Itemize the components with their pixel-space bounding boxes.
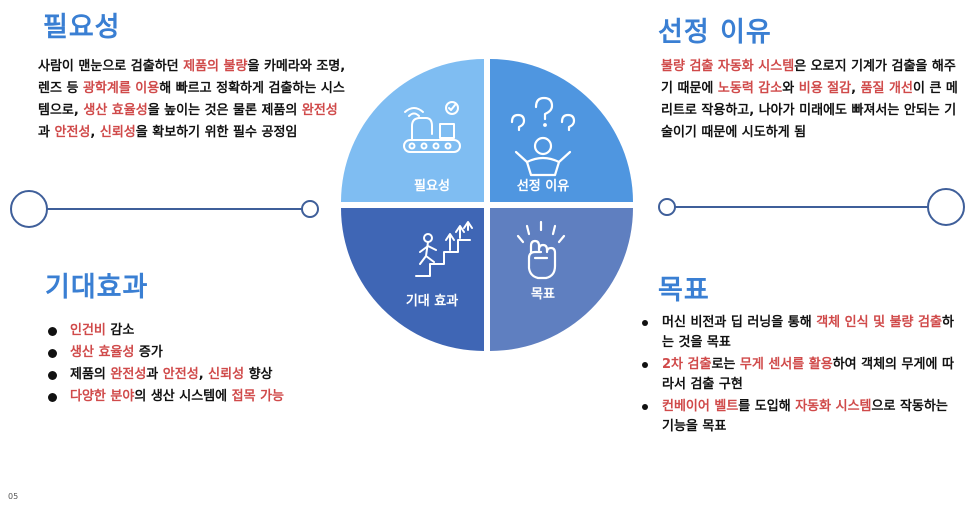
highlight-text: 객체 인식 및 불량 검출 (816, 315, 942, 330)
body-text: 과 (38, 125, 55, 140)
highlight-text: 신뢰성 (208, 367, 245, 382)
need-title: 필요성 (43, 12, 121, 43)
bullet-icon (642, 404, 648, 410)
highlight-text: 2차 검출 (662, 357, 712, 372)
body-text: 하여 객체의 무게에 따라서 검출 구현 (662, 357, 954, 392)
highlight-text: 다양한 분야 (70, 389, 135, 404)
bullet-icon (642, 362, 648, 368)
highlight-text: 비용 절감 (798, 81, 852, 96)
highlight-text: 무게 센서를 활용 (739, 357, 833, 372)
left-connector (10, 190, 319, 228)
body-text: 를 도입해 (738, 399, 796, 414)
body-text: 해 빠르고 정확하게 검출하는 시스템으로, (38, 81, 345, 118)
list-item: 다양한 분야의 생산 시스템에 접목 가능 (44, 387, 364, 407)
reason-paragraph: 불량 검출 자동화 시스템은 오로지 기계가 검출을 해주기 때문에 노동력 감… (661, 56, 959, 144)
page-number: 05 (8, 492, 19, 501)
list-item: 컨베이어 벨트를 도입해 자동화 시스템으로 작동하는 기능을 목표 (636, 397, 961, 437)
quadrant-label-effect: 기대 효과 (406, 294, 458, 309)
stairs-growth-icon (415, 221, 473, 277)
body-text: 제품의 (70, 367, 111, 382)
bullet-icon (48, 327, 57, 336)
highlight-text: 인건비 (70, 323, 106, 338)
body-text: 머신 비전과 딥 러닝을 통해 (662, 315, 817, 330)
highlight-text: 생산 효율성 (83, 103, 148, 118)
body-text: 을 확보하기 위한 필수 공정임 (135, 125, 298, 140)
bullet-icon (48, 393, 57, 402)
quadrant-label-reason: 선정 이유 (517, 178, 569, 194)
body-text: 와 (782, 81, 799, 96)
body-text: 은 오로지 기계가 검출을 해주기 때문에 (661, 59, 956, 96)
highlight-text: 안전성 (162, 367, 199, 382)
body-text: 로는 (711, 357, 740, 372)
list-item: 인건비 감소 (44, 321, 364, 341)
highlight-text: 노동력 감소 (717, 81, 783, 96)
effect-title: 기대효과 (45, 272, 149, 303)
list-item: 제품의 완전성과 안전성, 신뢰성 향상 (44, 365, 364, 385)
highlight-text: 완전성 (301, 103, 338, 118)
body-text: 을 카메라와 조명, 렌즈 등 (38, 59, 346, 96)
bullet-icon (48, 371, 57, 380)
quadrant-reason (490, 59, 633, 202)
highlight-text: 신뢰성 (99, 125, 136, 140)
highlight-text: 제품의 불량 (183, 59, 248, 74)
highlight-text: 완전성 (110, 367, 147, 382)
need-paragraph: 사람이 맨눈으로 검출하던 제품의 불량을 카메라와 조명, 렌즈 등 광학계를… (38, 56, 348, 144)
fist-icon (516, 220, 566, 280)
quadrant-label-goal: 목표 (531, 287, 555, 302)
body-text: , (90, 125, 100, 140)
right-connector (658, 188, 965, 226)
list-item: 생산 효율성 증가 (44, 343, 364, 363)
reason-title: 선정 이유 (658, 17, 772, 48)
conveyor-icon (403, 101, 461, 153)
body-text: , (851, 81, 861, 96)
quadrant-goal (490, 208, 633, 351)
highlight-text: 접목 가능 (231, 389, 285, 404)
body-text: 의 생산 시스템에 (134, 389, 232, 404)
body-text: 감소 (105, 323, 135, 338)
list-item: 2차 검출로는 무게 센서를 활용하여 객체의 무게에 따라서 검출 구현 (636, 355, 961, 395)
body-text: 이 큰 메리트로 작용하고, 나아가 미래에도 빠져서는 안되는 기술이기 때문… (661, 81, 958, 140)
body-text: 을 높이는 것은 물론 제품의 (147, 103, 302, 118)
goal-title: 목표 (658, 275, 710, 306)
body-text: 사람이 맨눈으로 검출하던 (38, 59, 184, 74)
bullet-icon (48, 349, 57, 358)
highlight-text: 광학계를 이용 (82, 81, 160, 96)
highlight-text: 안전성 (54, 125, 91, 140)
highlight-text: 생산 효율성 (70, 345, 135, 360)
list-item: 머신 비전과 딥 러닝을 통해 객체 인식 및 불량 검출하는 것을 목표 (636, 313, 961, 353)
bullet-icon (642, 320, 648, 326)
body-text: 으로 작동하는 기능을 목표 (662, 399, 948, 434)
highlight-text: 자동화 시스템 (795, 399, 872, 414)
body-text: 하는 것을 목표 (662, 315, 954, 350)
body-text: 증가 (134, 345, 163, 360)
quadrant-label-need: 필요성 (414, 179, 450, 194)
body-text: 향상 (244, 367, 273, 382)
highlight-text: 품질 개선 (860, 81, 913, 96)
question-person-icon (510, 96, 576, 177)
body-text: 과 (146, 367, 163, 382)
quadrant-need (341, 59, 484, 202)
highlight-text: 불량 검출 자동화 시스템 (661, 59, 795, 74)
highlight-text: 컨베이어 벨트 (662, 399, 739, 414)
body-text: , (198, 367, 209, 382)
